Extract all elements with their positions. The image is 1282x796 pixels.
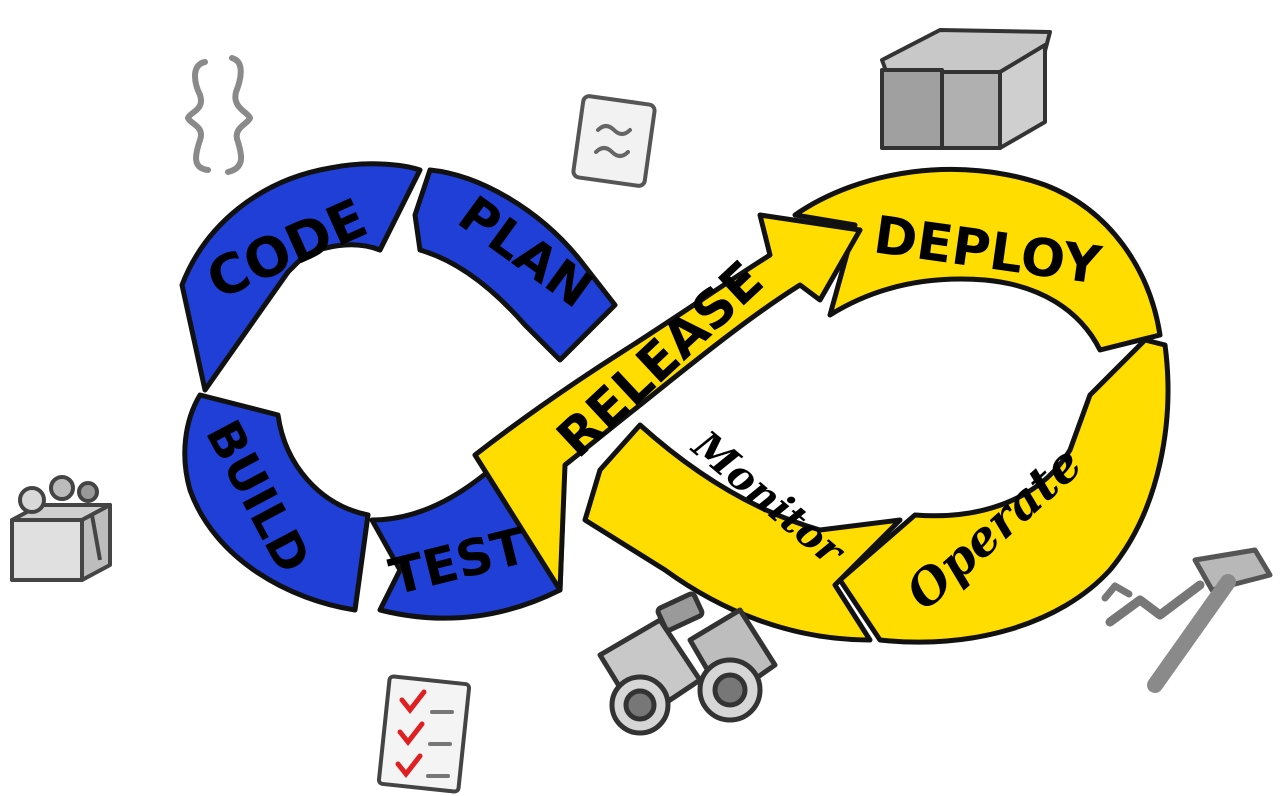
plan-segment: [412, 167, 618, 363]
build-segment: [182, 392, 371, 613]
curly-braces-icon: [184, 55, 254, 175]
deploy-segment: [792, 166, 1163, 353]
checklist-icon: [376, 674, 472, 794]
yellow-loop: [472, 166, 1171, 645]
code-segment: [179, 161, 423, 393]
build-kit-icon: [10, 475, 112, 582]
release-arrow: [472, 212, 863, 593]
tools-icon: [1101, 547, 1273, 693]
server-blocks-icon: [880, 28, 1052, 150]
operate-segment: [837, 337, 1171, 645]
document-icon: [571, 94, 657, 188]
binoculars-icon: [597, 591, 778, 736]
monitor-segment: [582, 422, 903, 643]
